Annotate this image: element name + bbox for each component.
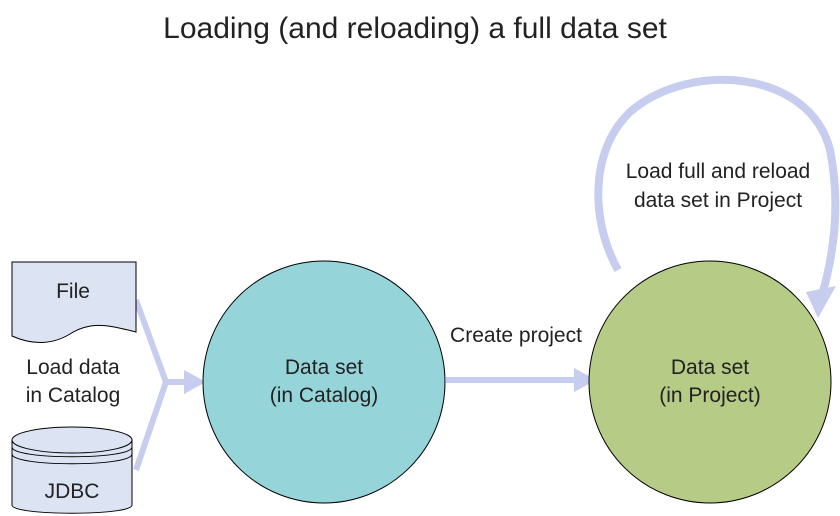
reload-loop-arrowhead	[806, 286, 836, 318]
reload-loop-arrow	[594, 75, 840, 297]
jdbc-branch-arrow	[133, 381, 169, 471]
create-project-arrowhead	[574, 368, 596, 392]
project-dataset-node	[588, 260, 832, 504]
file-branch-arrow	[133, 298, 169, 384]
catalog-dataset-node	[202, 260, 446, 504]
project-node-line1: Data set	[671, 356, 749, 379]
load-data-label-line1: Load data	[26, 356, 120, 379]
create-project-label: Create project	[450, 324, 582, 347]
project-node-line2: (in Project)	[659, 384, 761, 407]
file-label: File	[56, 280, 90, 303]
catalog-node-line1: Data set	[285, 356, 363, 379]
diagram-title: Loading (and reloading) a full data set	[163, 12, 667, 45]
reload-loop-label-line1: Load full and reload	[626, 160, 810, 183]
reload-loop-label-line2: data set in Project	[634, 189, 802, 212]
file-document-icon	[11, 261, 137, 343]
jdbc-database-icon	[11, 426, 133, 514]
load-arrowhead	[184, 370, 206, 394]
load-data-label-line2: in Catalog	[26, 384, 121, 407]
jdbc-label: JDBC	[45, 480, 100, 503]
catalog-node-line2: (in Catalog)	[270, 384, 379, 407]
